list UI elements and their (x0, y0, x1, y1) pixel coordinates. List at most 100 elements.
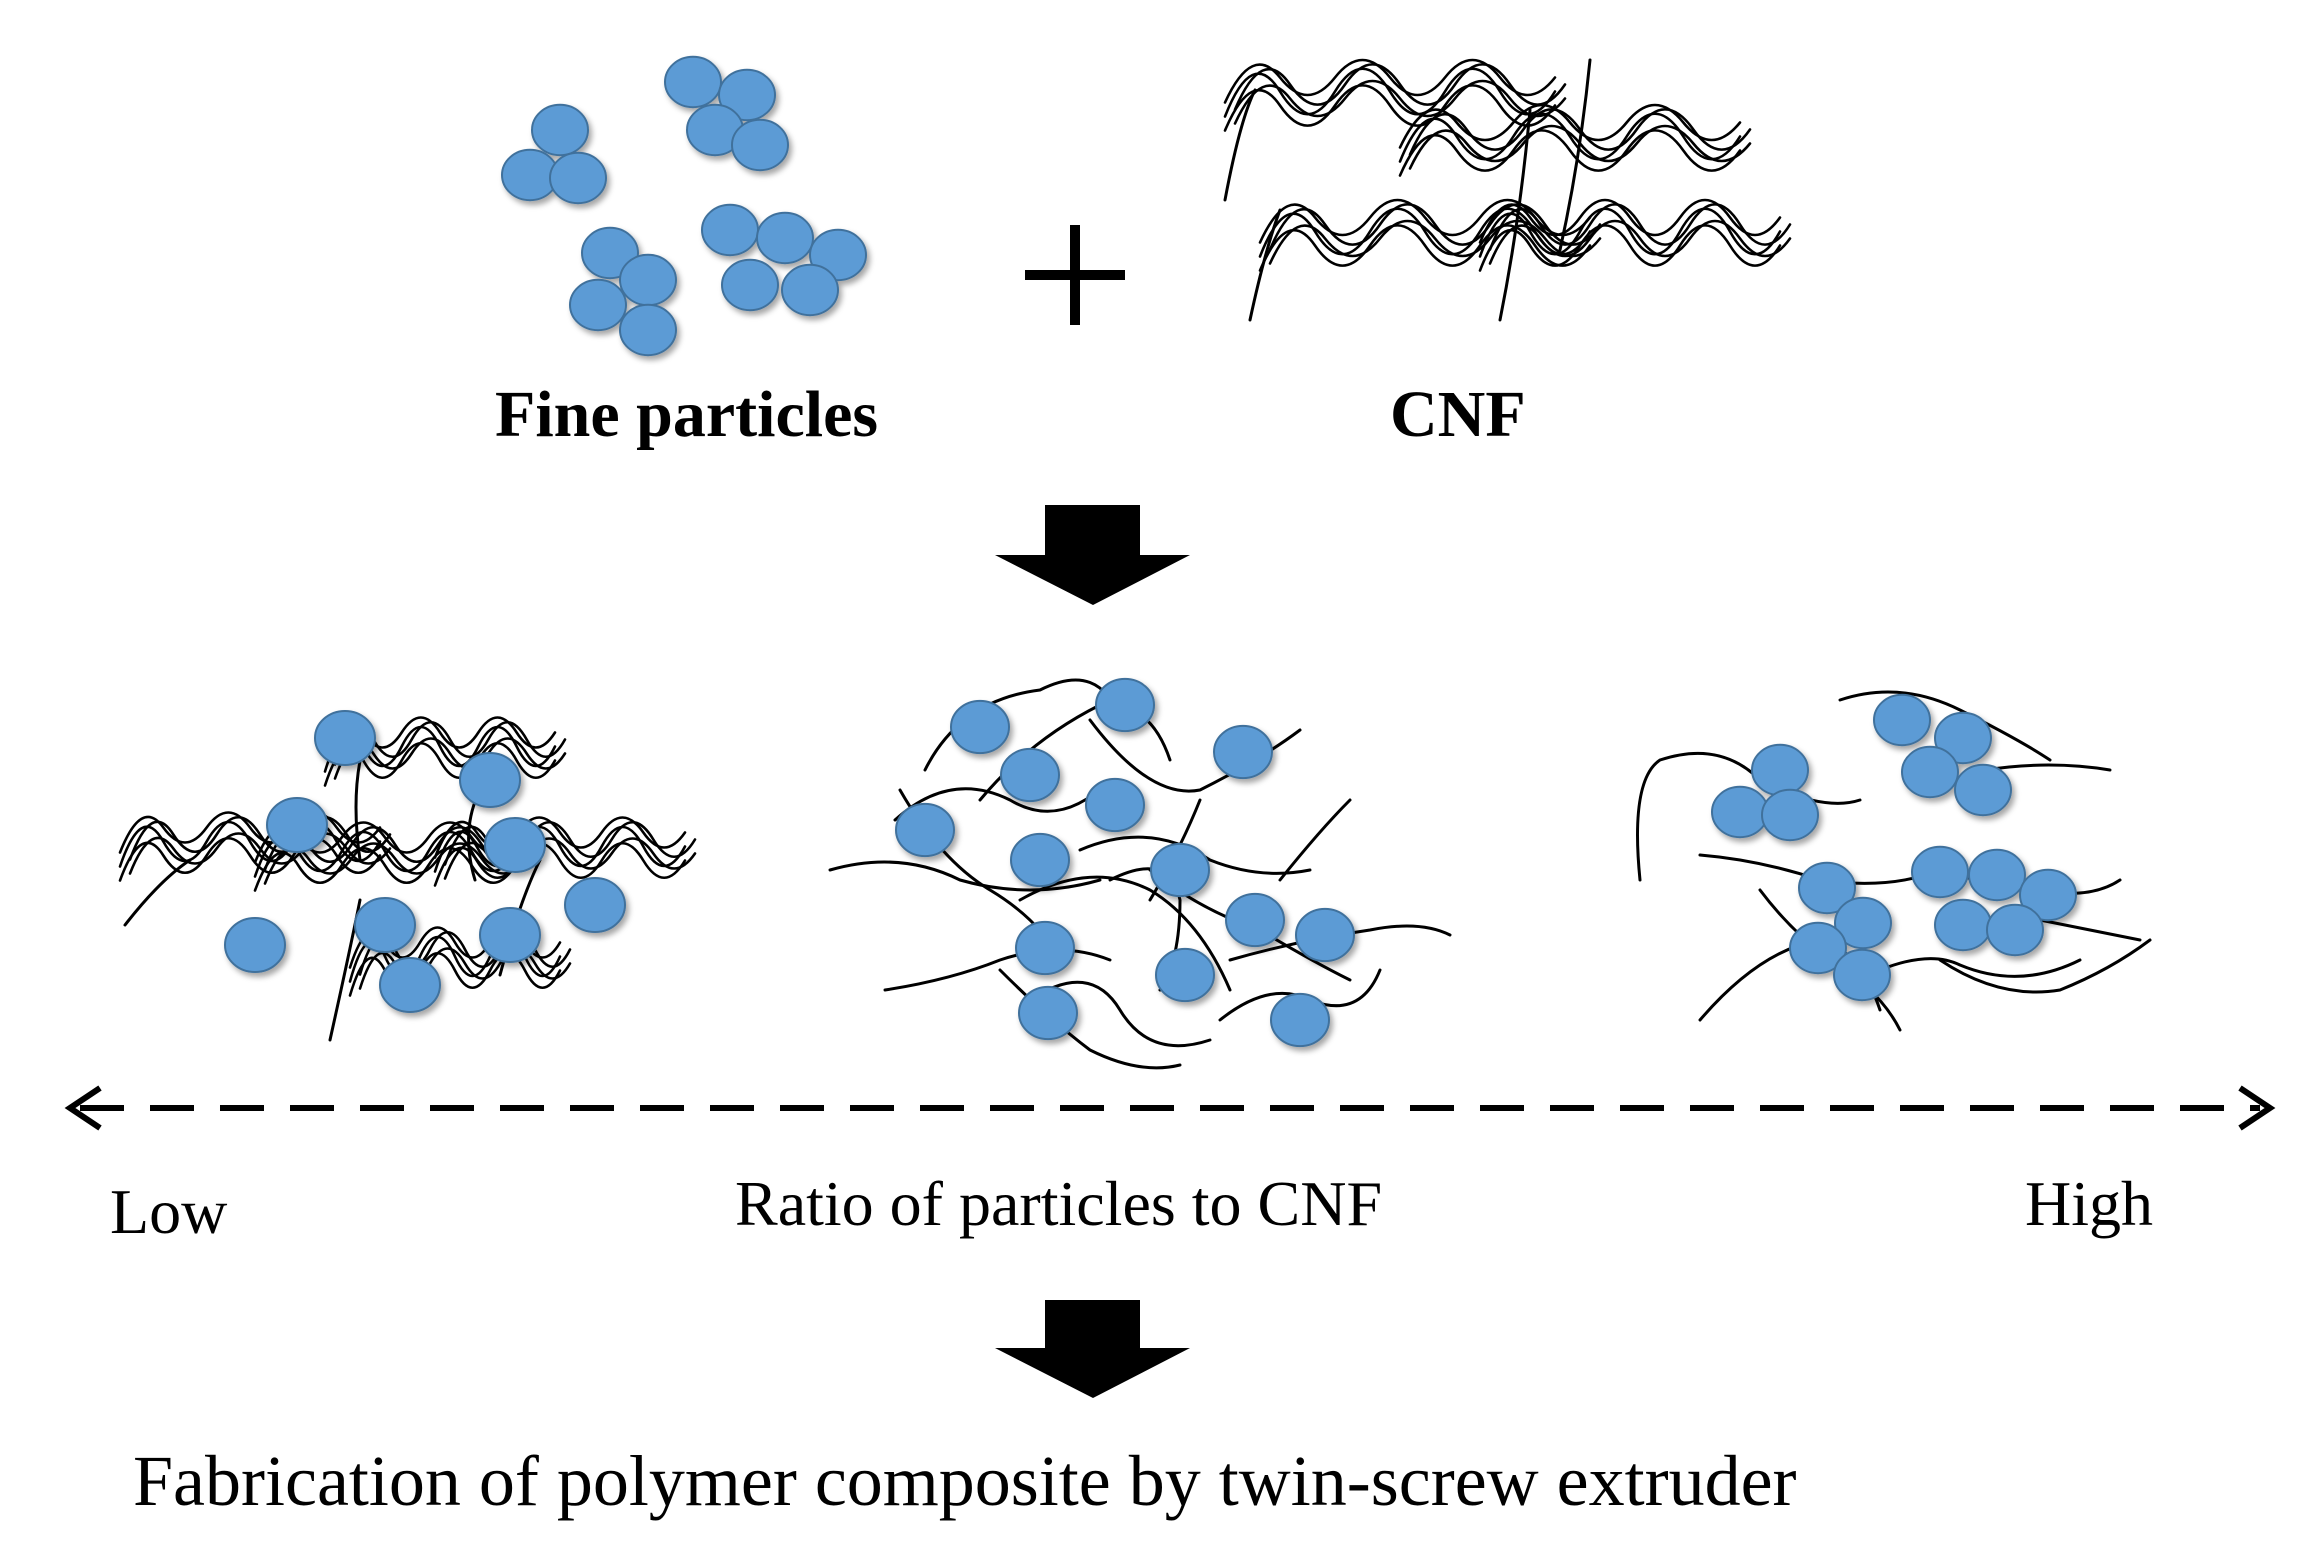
particle (619, 303, 677, 357)
composite-high-ratio (1636, 690, 2152, 1032)
fiber (1248, 208, 1282, 322)
particle (1934, 898, 1992, 952)
particle (1015, 920, 1075, 976)
fiber (893, 778, 1112, 822)
high-label: High (2025, 1168, 2153, 1239)
particle (314, 710, 376, 766)
particle (1873, 693, 1931, 747)
fiber (1223, 58, 1557, 104)
fiber (433, 842, 687, 887)
particle-layer (224, 710, 626, 1013)
particle (484, 817, 546, 873)
particle (1968, 848, 2026, 902)
down-arrow-icon (995, 1300, 1190, 1398)
fiber (433, 825, 687, 873)
particle (1833, 948, 1891, 1002)
particle (1085, 777, 1145, 833)
particle (1911, 845, 1969, 899)
particle (1213, 724, 1273, 780)
fine-particles-group (501, 55, 867, 357)
composite-medium-ratio (828, 677, 1452, 1070)
particle (224, 917, 286, 973)
particle (1901, 745, 1959, 799)
particle (564, 877, 626, 933)
particle (379, 957, 441, 1013)
fiber (128, 816, 392, 861)
particle (1270, 992, 1330, 1048)
fiber (1498, 108, 1532, 322)
ratio-label: Ratio of particles to CNF (735, 1168, 1383, 1239)
fiber (828, 860, 1102, 892)
particle (950, 699, 1010, 755)
particle (731, 118, 789, 172)
ratio-axis-arrow (64, 1085, 2276, 1131)
particle (1751, 743, 1809, 797)
particle (619, 253, 677, 307)
particle (756, 211, 814, 265)
particle-layer (895, 677, 1355, 1048)
particle-layer (1711, 693, 2077, 1002)
particle (1834, 896, 1892, 950)
fiber (118, 837, 382, 882)
low-label: Low (110, 1176, 228, 1247)
particle (718, 68, 776, 122)
particle (701, 203, 759, 257)
particle (1954, 763, 2012, 817)
particle (781, 263, 839, 317)
fiber (1636, 751, 1762, 882)
fiber (1938, 938, 2152, 994)
particle (1150, 842, 1210, 898)
particle (1225, 892, 1285, 948)
particle (1934, 711, 1992, 765)
fiber (1398, 112, 1742, 163)
particle (1295, 907, 1355, 963)
composite-low-ratio (118, 710, 697, 1042)
fiber (1478, 224, 1782, 272)
fiber (883, 948, 1112, 992)
fiber (1488, 203, 1792, 251)
particle (479, 907, 541, 963)
particle (1095, 677, 1155, 733)
fiber (328, 898, 362, 1042)
fiber (1018, 875, 1232, 992)
fiber (1488, 219, 1792, 265)
fiber (1408, 108, 1752, 156)
down-arrow-icon (995, 505, 1190, 605)
fiber (1478, 207, 1782, 258)
fiber (1983, 763, 2112, 772)
fiber (263, 842, 527, 885)
particle (549, 151, 607, 205)
fiber (118, 811, 382, 854)
fiber (118, 820, 382, 868)
fiber (1223, 88, 1257, 202)
particle (531, 103, 589, 157)
fiber (1268, 203, 1602, 251)
fiber (1078, 835, 1312, 875)
fiber (1398, 129, 1742, 177)
fiber (1398, 103, 1742, 149)
fiber (1278, 798, 1352, 882)
particle (1798, 861, 1856, 915)
particle (1010, 832, 1070, 888)
fiber (1233, 63, 1567, 111)
fiber (123, 858, 192, 927)
particle (1711, 785, 1769, 839)
fiber (1028, 980, 1212, 1048)
particle (354, 897, 416, 953)
fiber (1233, 79, 1567, 125)
particle (664, 55, 722, 109)
fiber (433, 816, 687, 859)
particle (721, 258, 779, 312)
cnf-fibers-group (1223, 58, 1792, 322)
particle (1018, 985, 1078, 1041)
particle (2019, 868, 2077, 922)
fiber (1268, 219, 1602, 265)
fiber (1838, 690, 2052, 762)
particle (1155, 947, 1215, 1003)
fiber (333, 737, 567, 780)
particle (459, 752, 521, 808)
particle (1986, 903, 2044, 957)
fiber (348, 951, 562, 997)
fiber (1478, 198, 1782, 244)
fiber (1228, 924, 1452, 962)
